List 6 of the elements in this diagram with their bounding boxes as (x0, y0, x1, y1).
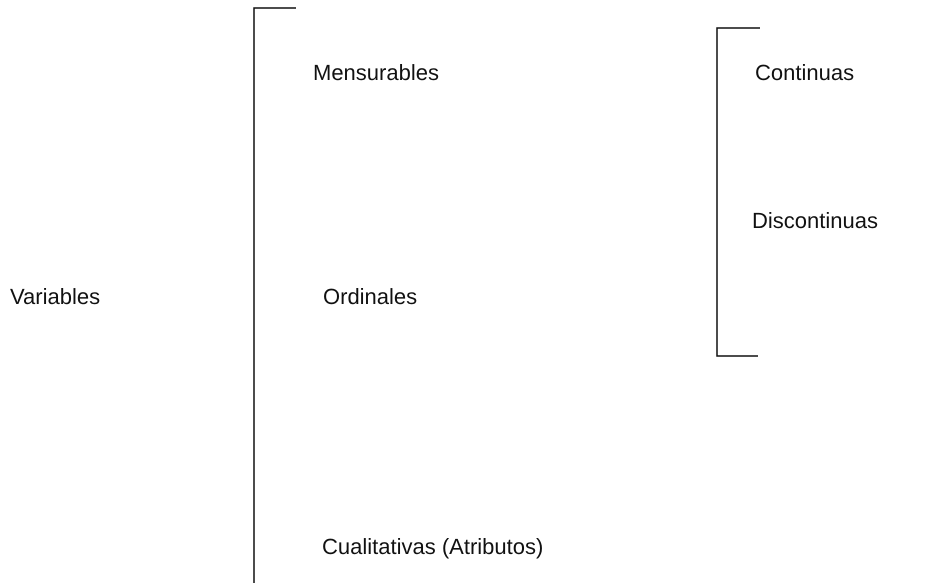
category-label: Cualitativas (Atributos) (322, 534, 544, 560)
category-label: Variables (10, 284, 100, 310)
category-label: Discontinuas (752, 208, 878, 234)
category-label: Ordinales (323, 284, 418, 310)
category-label: Continuas (755, 60, 854, 86)
category-label: Mensurables (313, 60, 439, 86)
